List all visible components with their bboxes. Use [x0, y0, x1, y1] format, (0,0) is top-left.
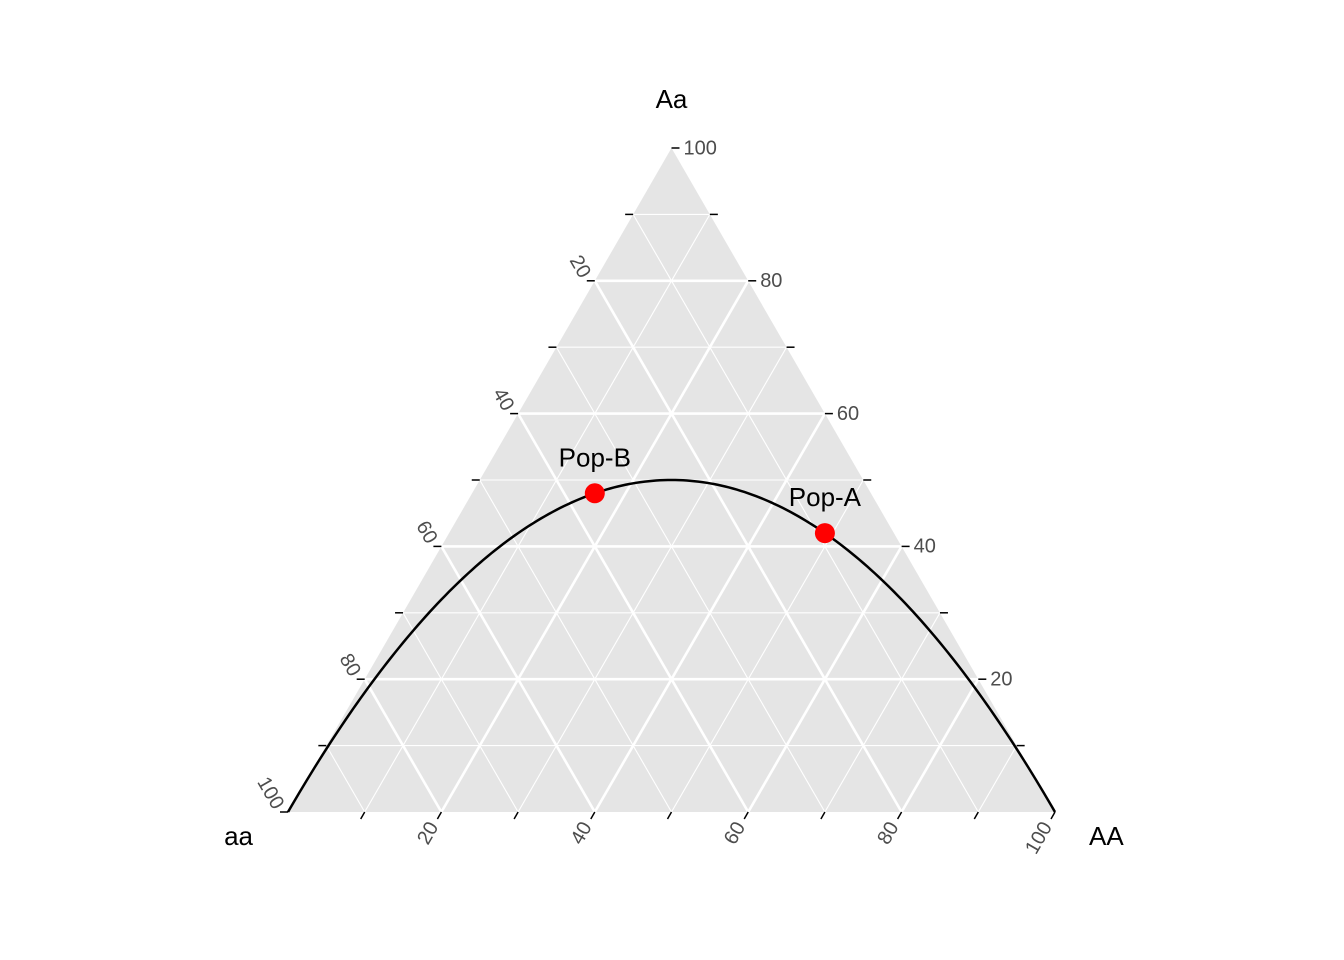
grid-line: [900, 678, 980, 813]
point-label: Pop-A: [789, 482, 862, 512]
tick-label-aa: 40: [488, 384, 518, 414]
grid-major: [363, 279, 980, 813]
tick-AA: [743, 811, 749, 820]
tick-label-Aa: 40: [914, 536, 936, 558]
grid-line: [555, 346, 826, 813]
tick-label-Aa: 100: [684, 137, 717, 159]
tick-label-AA: 20: [413, 818, 443, 848]
tick-label-AA: 40: [567, 818, 597, 848]
axis-title-aa: aa: [224, 821, 253, 851]
hardy-weinberg-curve: [286, 478, 1057, 813]
tick-AA: [973, 811, 979, 820]
tick-AA: [896, 811, 903, 820]
tick-AA: [820, 811, 826, 820]
grid-line: [747, 545, 903, 813]
axis-title-Aa: Aa: [656, 84, 688, 114]
grid-minor: [325, 213, 1018, 813]
tick-label-aa: 100: [252, 773, 288, 813]
tick-AA: [513, 811, 519, 820]
grid-line: [516, 412, 750, 813]
point-labels: Pop-A Pop-B: [559, 442, 862, 512]
grid-line: [402, 612, 519, 813]
point-label: Pop-B: [559, 442, 631, 472]
tick-label-aa: 60: [411, 517, 441, 547]
grid-line: [440, 545, 596, 813]
tick-label-Aa: 60: [837, 403, 859, 425]
grid-line: [325, 745, 366, 813]
grid-line: [593, 412, 827, 813]
axis-ticks: [280, 147, 1056, 820]
tick-AA: [1050, 811, 1056, 820]
tick-AA: [360, 811, 366, 820]
tick-label-AA: 80: [873, 818, 903, 848]
tick-label-Aa: 20: [990, 668, 1012, 690]
tick-label-aa: 20: [565, 252, 595, 282]
grid-line: [977, 745, 1018, 813]
grid-line: [479, 479, 672, 813]
data-points: [584, 483, 835, 544]
tick-label-AA: 100: [1021, 818, 1057, 858]
tick-AA: [590, 811, 596, 820]
grid-line: [632, 214, 979, 813]
data-point: [584, 483, 605, 504]
grid-line: [364, 214, 711, 813]
grid-line: [363, 678, 443, 813]
data-point: [814, 523, 835, 544]
tick-AA: [666, 811, 673, 820]
axis-title-AA: AA: [1089, 821, 1124, 851]
grid-line: [517, 346, 788, 813]
tick-label-aa: 80: [335, 650, 365, 680]
grid-line: [824, 612, 941, 813]
tick-AA: [436, 811, 443, 820]
tick-label-AA: 60: [720, 818, 750, 848]
tick-label-Aa: 80: [760, 270, 782, 292]
